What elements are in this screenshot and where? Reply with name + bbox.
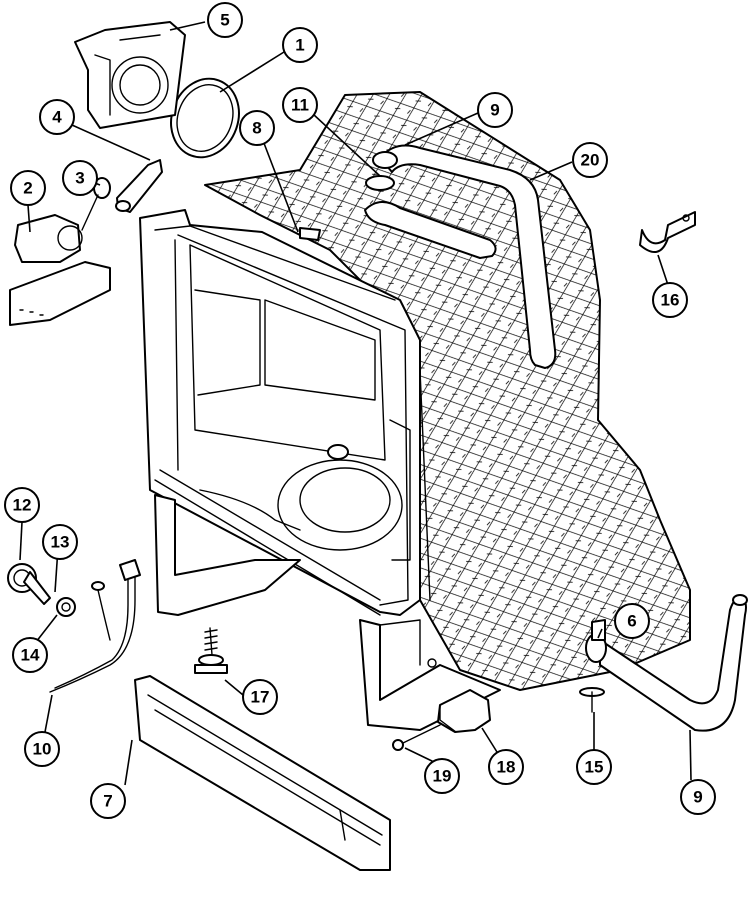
svg-text:2: 2 [23,179,32,198]
callout-2: 2 [10,170,46,206]
svg-text:1: 1 [295,36,304,55]
screw-15 [579,687,605,713]
gasket-ring [170,77,240,159]
callout-3: 3 [62,160,98,196]
svg-text:12: 12 [13,496,32,515]
mounting-bracket [392,689,491,751]
callout-15: 15 [576,749,612,785]
callout-13: 13 [42,524,78,560]
callout-4: 4 [39,99,75,135]
callout-5: 5 [207,2,243,38]
svg-text:7: 7 [103,792,112,811]
svg-text:17: 17 [251,688,270,707]
svg-text:10: 10 [33,740,52,759]
callout-14: 14 [12,637,48,673]
svg-text:19: 19 [433,767,452,786]
callout-9-upper: 9 [477,92,513,128]
hose-clamp [585,619,607,663]
wire-harness [49,559,141,693]
vent-assembly [74,21,186,129]
svg-text:8: 8 [252,119,261,138]
svg-text:16: 16 [661,291,680,310]
dishwasher-tub [139,209,421,616]
upper-fill-tube [364,144,557,369]
lower-fill-hose [599,594,748,732]
callout-1: 1 [282,27,318,63]
callout-16: 16 [652,282,688,318]
svg-text:5: 5 [220,11,229,30]
svg-text:13: 13 [51,533,70,552]
callout-17: 17 [242,679,278,715]
callout-12: 12 [4,487,40,523]
svg-text:9: 9 [693,788,702,807]
thermostat [7,563,76,617]
svg-text:3: 3 [75,169,84,188]
svg-text:4: 4 [52,108,62,127]
leveling-leg [194,627,228,674]
callout-11: 11 [282,87,318,123]
callout-8: 8 [239,110,275,146]
kick-panel [134,675,391,871]
callout-18: 18 [488,749,524,785]
svg-text:15: 15 [585,758,604,777]
callout-20: 20 [572,142,608,178]
inlet-hose [115,159,163,213]
water-valve [9,177,111,326]
callout-7: 7 [90,783,126,819]
svg-text:9: 9 [490,101,499,120]
callout-19: 19 [424,758,460,794]
callout-6: 6 [614,603,650,639]
svg-text:6: 6 [627,612,636,631]
svg-text:11: 11 [291,96,309,115]
hose-clip [639,211,696,253]
svg-text:20: 20 [581,151,600,170]
callout-9-lower: 9 [680,779,716,815]
svg-text:14: 14 [21,646,40,665]
callout-10: 10 [24,731,60,767]
svg-text:18: 18 [497,758,516,777]
